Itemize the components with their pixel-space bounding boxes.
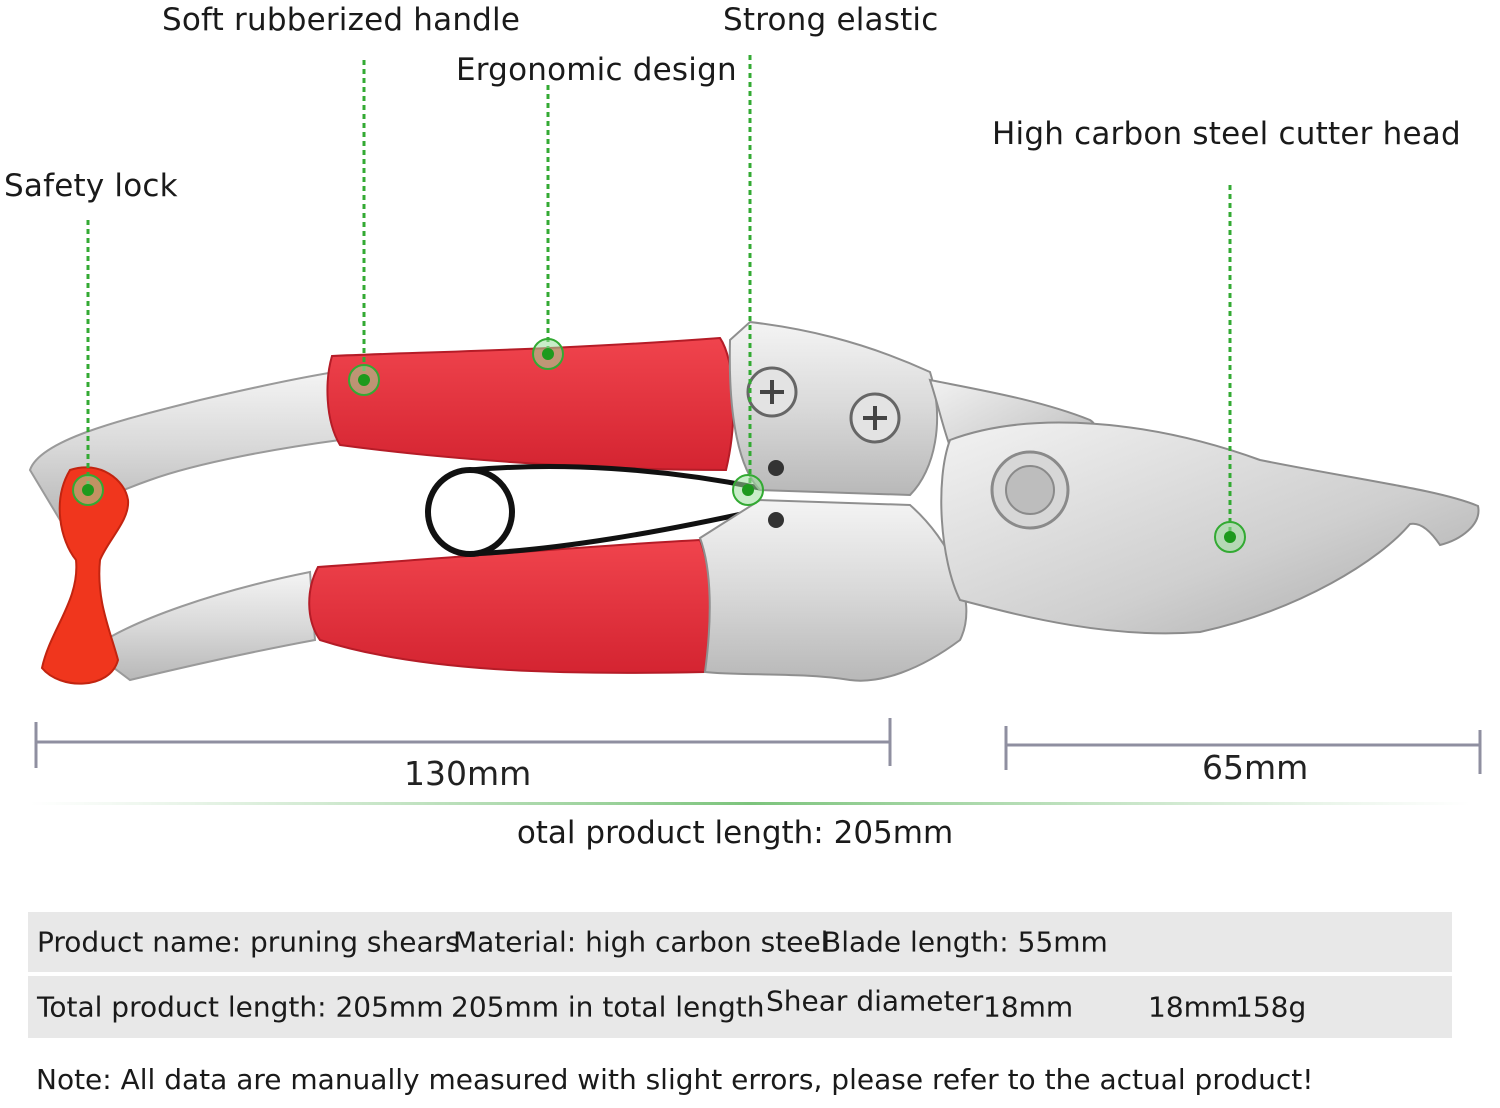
handle-length-label: 130mm [404,754,532,793]
measurement-note: Note: All data are manually measured wit… [36,1063,1314,1096]
spec-product-name: Product name: pruning shears [37,925,460,959]
phillips-screw-icon [849,392,901,444]
green-dot-icon [732,474,764,506]
lower-red-grip [308,538,714,674]
cutter-head-label: High carbon steel cutter head [992,116,1461,152]
spec-shear-diameter-value: 18mm [983,990,1074,1024]
green-dot-icon [532,338,564,370]
spec-row-2: Total product length: 205mm 205mm in tot… [28,976,1452,1038]
ergonomic-design-label: Ergonomic design [456,52,737,88]
strong-elastic-label: Strong elastic [723,2,939,38]
upper-red-grip [326,336,735,472]
green-dot-icon [1214,521,1246,553]
spec-material: Material: high carbon steel [453,925,829,959]
green-dot-icon [348,364,380,396]
green-dot-icon [72,474,104,506]
safety-lock-latch [40,466,130,685]
spec-diameter-repeat: 18mm [1148,990,1239,1024]
spec-shear-diameter: Shear diameter [766,984,984,1018]
spec-row-1: Product name: pruning shears Material: h… [28,912,1452,972]
phillips-screw-icon [746,366,798,418]
callout-lines [86,55,1232,535]
small-rivet [768,512,784,528]
divider-line [30,802,1470,805]
spring-wire [469,464,761,557]
blade-length-label: 65mm [1202,748,1309,787]
spec-total-length: Total product length: 205mm [37,990,444,1024]
dimension-line-blade [1004,726,1482,774]
spec-blade-length: Blade length: 55mm [822,925,1108,959]
dimension-line-handle [34,718,892,768]
small-rivet [768,460,784,476]
spring-coil [425,467,515,557]
spec-in-total-length: 205mm in total length [451,990,765,1024]
total-length-line: otal product length: 205mm [516,815,954,851]
safety-lock-label: Safety lock [4,168,178,204]
spec-weight: 158g [1235,990,1307,1024]
soft-handle-label: Soft rubberized handle [162,2,521,38]
upper-head-plate [728,320,939,497]
lower-head-plate [698,498,968,682]
lower-handle-arm [88,570,317,682]
cutting-blade [940,421,1480,635]
